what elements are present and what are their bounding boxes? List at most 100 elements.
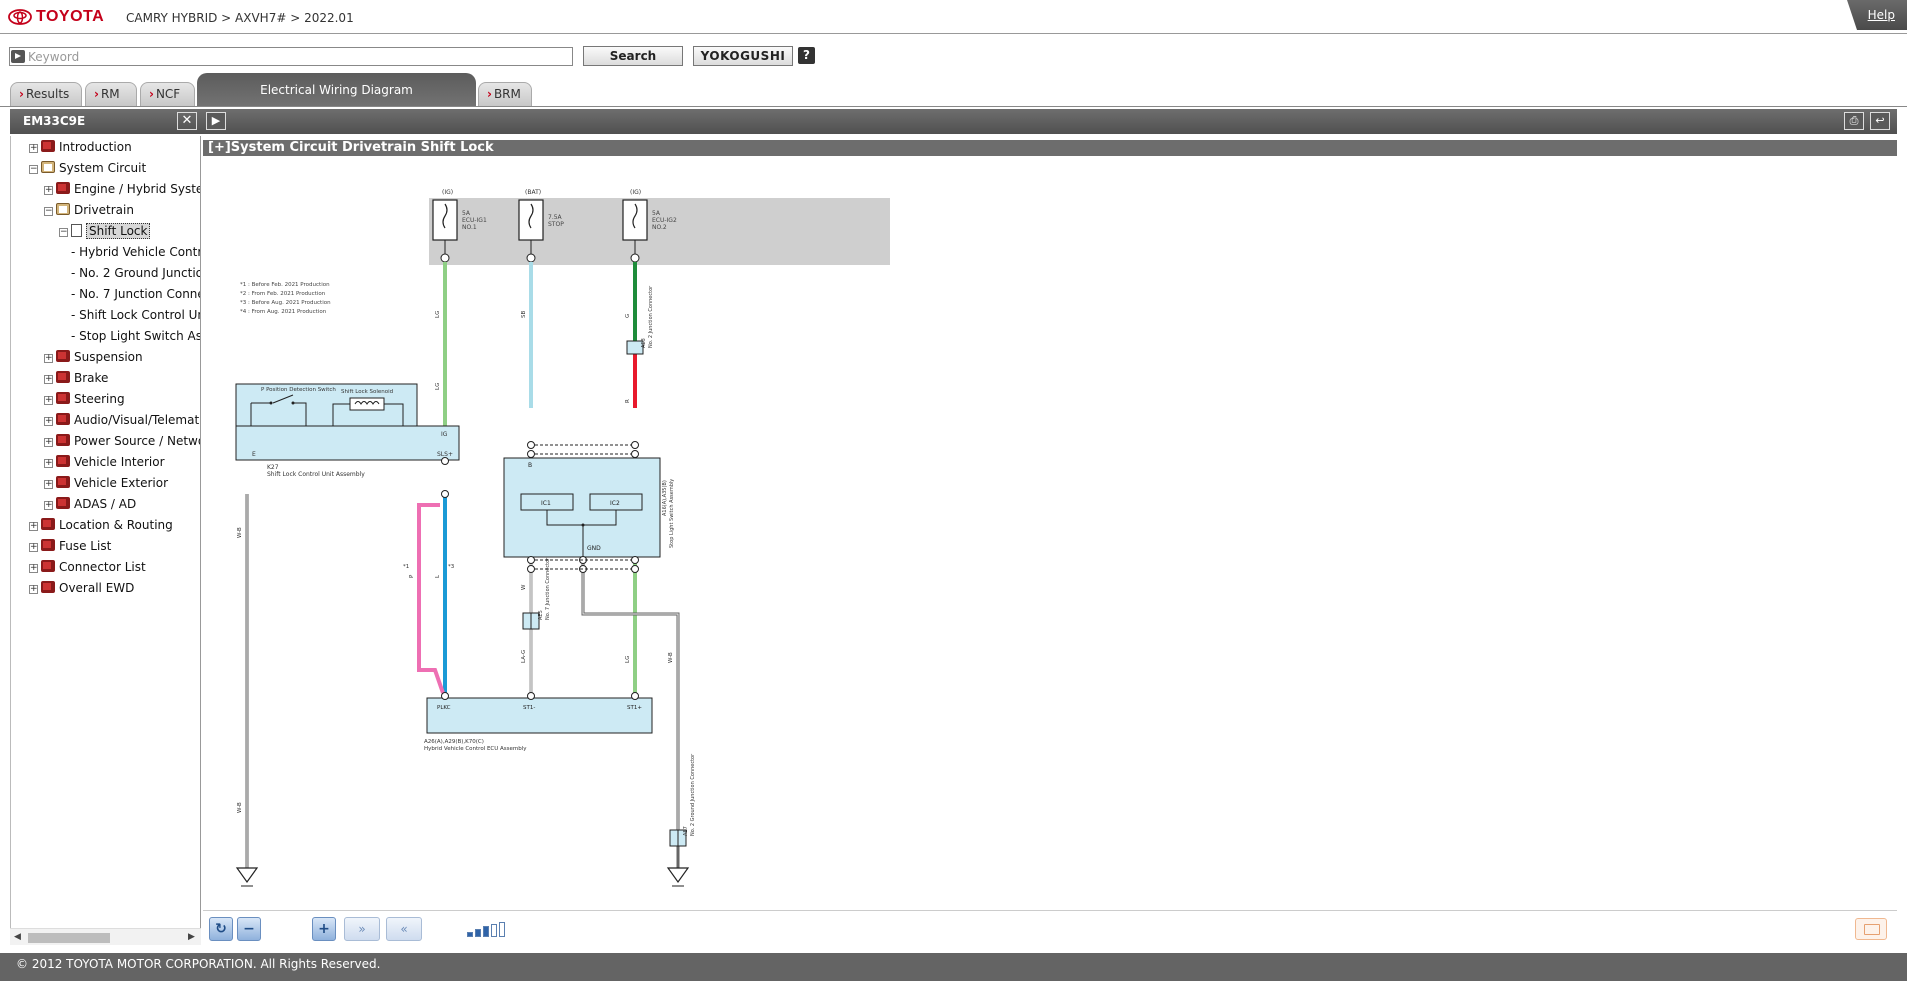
production-note: *3 : Before Aug. 2021 Production [240, 300, 331, 306]
pin-label: B [528, 462, 532, 469]
component-name: Shift Lock Control Unit Assembly [267, 471, 365, 478]
book-icon [56, 413, 70, 425]
tree-location[interactable]: +Location & Routing [29, 518, 173, 532]
zoom-step [467, 932, 473, 937]
main-toolbar [201, 109, 1897, 134]
tree-adas[interactable]: +ADAS / AD [44, 497, 137, 511]
fuse-name: ECU-IG1 [462, 217, 487, 224]
scroll-right-icon[interactable]: ▶ [188, 932, 195, 942]
chevron-right-icon: › [487, 87, 492, 101]
fuse-no: NO.1 [462, 224, 477, 231]
tree-shift-lock[interactable]: −Shift Lock [59, 222, 151, 240]
zoom-out-icon[interactable]: − [237, 917, 261, 941]
tree-vehicle-exterior[interactable]: +Vehicle Exterior [44, 476, 169, 490]
tree-connector-list[interactable]: +Connector List [29, 560, 146, 574]
tree-system-circuit[interactable]: −System Circuit [29, 161, 147, 175]
fuse-rating: 5A [652, 210, 661, 217]
diagram-title: [+]System Circuit Drivetrain Shift Lock [203, 140, 1897, 156]
pin-label: PLKC [437, 705, 451, 711]
tree-steering[interactable]: +Steering [44, 392, 125, 406]
help-icon[interactable]: ? [798, 47, 815, 64]
tree-brake[interactable]: +Brake [44, 371, 109, 385]
tree-junction7[interactable]: - No. 7 Junction Connector [71, 287, 200, 301]
zoom-level-meter[interactable] [467, 921, 511, 937]
toyota-emblem-icon [8, 9, 32, 25]
wire-p [417, 503, 445, 694]
header: TOYOTA CAMRY HYBRID > AXVH7# > 2022.01 H… [0, 0, 1907, 34]
connector-pin [440, 253, 450, 263]
prev-page-icon[interactable]: « [386, 917, 422, 941]
component-name: Hybrid Vehicle Control ECU Assembly [424, 746, 527, 752]
wire-wb2-core [582, 563, 679, 830]
comment-icon[interactable] [1855, 918, 1887, 940]
zoom-step [475, 929, 481, 937]
component-name: Stop Light Switch Assembly [669, 479, 675, 548]
tree-horizontal-scrollbar[interactable]: ◀ ▶ [10, 928, 201, 945]
tree-vehicle-interior[interactable]: +Vehicle Interior [44, 455, 165, 469]
tree-audio[interactable]: +Audio/Visual/Telematics [44, 413, 200, 427]
yokogushi-button[interactable]: YOKOGUSHI [693, 46, 793, 66]
wire-color-label: R [625, 399, 631, 403]
book-icon [56, 392, 70, 404]
reset-view-icon[interactable]: ↻ [209, 917, 233, 941]
open-book-icon [56, 203, 70, 215]
book-icon [56, 182, 70, 194]
print-icon[interactable]: ⎙ [1844, 112, 1864, 130]
tree-power-source[interactable]: +Power Source / Network [44, 434, 200, 448]
pin-label: IG [441, 431, 448, 438]
fuse-no: NO.2 [652, 224, 667, 231]
close-icon[interactable]: ✕ [177, 112, 197, 130]
search-input[interactable] [9, 47, 573, 66]
footer-copyright: © 2012 TOYOTA MOTOR CORPORATION. All Rig… [0, 953, 1907, 981]
junction-dot [581, 523, 585, 527]
logo-text: TOYOTA [36, 8, 105, 25]
back-icon[interactable]: ↩ [1870, 112, 1890, 130]
tab-ncf[interactable]: ›NCF [140, 82, 195, 106]
scroll-left-icon[interactable]: ◀ [14, 932, 21, 942]
production-note: *4 : From Aug. 2021 Production [240, 309, 327, 315]
zoom-step [499, 922, 505, 937]
tab-results[interactable]: ›Results [10, 82, 82, 106]
junction-name: AE5 [538, 610, 544, 620]
tab-brm[interactable]: ›BRM [478, 82, 532, 106]
connector-pin [526, 253, 536, 263]
help-link[interactable]: Help [1867, 8, 1895, 22]
junction-full-name: No. 2 Ground Junction Connector [690, 753, 696, 836]
expand-panel-icon[interactable]: ▶ [206, 112, 226, 130]
book-icon [41, 560, 55, 572]
wire-color-label: W-B [668, 652, 674, 663]
tab-electrical-wiring-diagram[interactable]: Electrical Wiring Diagram [197, 73, 476, 107]
tree-drivetrain[interactable]: −Drivetrain [44, 203, 134, 217]
scrollbar-thumb[interactable] [28, 933, 110, 943]
zoom-in-icon[interactable]: + [312, 917, 336, 941]
ic-label: IC2 [610, 500, 620, 507]
wiring-diagram[interactable]: (IG) (BAT) (IG) 5A ECU-IG1 NO.1 7.5A STO… [203, 158, 1897, 908]
book-icon [41, 581, 55, 593]
tree-hybrid-ecu[interactable]: - Hybrid Vehicle Control ECU [71, 245, 200, 259]
book-icon [56, 455, 70, 467]
next-page-icon[interactable]: » [344, 917, 380, 941]
book-icon [41, 518, 55, 530]
tree-shift-lock-unit[interactable]: - Shift Lock Control Unit [71, 308, 201, 322]
connector-pin [630, 253, 640, 263]
tab-rm[interactable]: ›RM [85, 82, 137, 106]
fuse-rating: 5A [462, 210, 471, 217]
tree-introduction[interactable]: +Introduction [29, 140, 132, 154]
chevron-right-icon: › [149, 87, 154, 101]
pin-label: E [252, 451, 256, 458]
junction-name: AE7 [683, 826, 689, 836]
tree-ground-junction[interactable]: - No. 2 Ground Junction [71, 266, 201, 280]
book-icon [56, 497, 70, 509]
tree-engine[interactable]: +Engine / Hybrid System [44, 182, 201, 196]
tree-stop-light[interactable]: - Stop Light Switch Assy [71, 329, 201, 343]
tree-fuse-list[interactable]: +Fuse List [29, 539, 112, 553]
component-code: A16(A),A35(B) [662, 480, 668, 516]
tree-suspension[interactable]: +Suspension [44, 350, 143, 364]
search-button[interactable]: Search [583, 46, 683, 66]
book-icon [41, 140, 55, 152]
fuse-symbol [432, 199, 458, 241]
production-mark: *3 [448, 564, 455, 570]
tree-overall-ewd[interactable]: +Overall EWD [29, 581, 135, 595]
zoom-step [483, 926, 489, 937]
book-icon [41, 539, 55, 551]
